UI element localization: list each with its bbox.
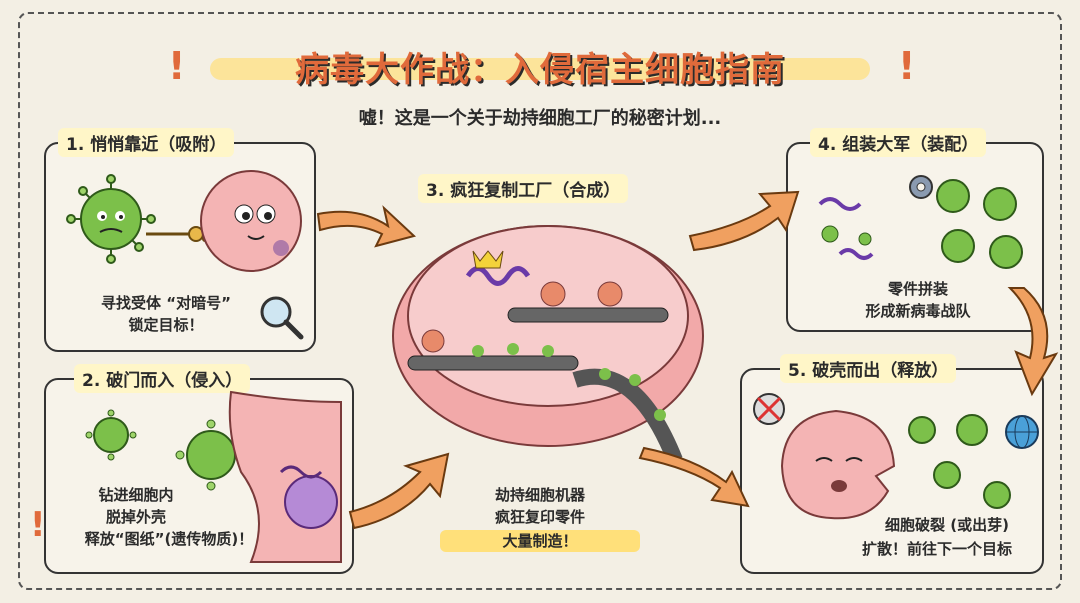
arrow-1-to-3 (316, 205, 417, 248)
step-5-caption-1: 细胞破裂 (或出芽) (885, 516, 1009, 534)
step-2-panel: 2. 破门而入（侵入） 钻进细胞内 脱掉外壳 释放“图纸”(遗传物质)！ (44, 364, 354, 574)
step-4-caption-1: 零件拼装 (887, 280, 948, 298)
step-3-caption-2: 疯狂复印零件 (494, 508, 585, 526)
step-5-caption-2: 扩散！前往下一个目标 (861, 540, 1012, 558)
magnifier-icon (260, 296, 304, 340)
arrow-3-to-4 (688, 190, 800, 252)
virus-icon (908, 414, 1011, 509)
dashed-frame (18, 12, 1062, 590)
title-highlight (210, 58, 870, 80)
step-4-title: 4. 组装大军（装配） (810, 128, 987, 157)
step-1-caption-2: 锁定目标！ (128, 316, 204, 334)
exclaim-icon: ! (168, 44, 186, 88)
step-1-title: 1. 悄悄靠近（吸附） (58, 128, 235, 157)
page-subtitle: 嘘！这是一个关于劫持细胞工厂的秘密计划... (358, 108, 722, 129)
exclaim-icon: ! (898, 44, 916, 88)
cell-membrane-icon (228, 390, 342, 563)
exclaim-icon: ! (30, 505, 46, 545)
step-4-panel: 4. 组装大军（装配） 零件拼装 形成新病毒战队 (786, 128, 1044, 332)
step-2-title: 2. 破门而入（侵入） (74, 364, 251, 393)
conveyor-belt-icon (407, 307, 669, 371)
cell-icon (200, 170, 302, 272)
bursting-cell-icon (780, 409, 896, 520)
step-2-caption-3: 释放“图纸”(遗传物质)！ (84, 530, 254, 548)
arrow-2-to-3 (348, 452, 450, 530)
conveyor-belt-icon (572, 368, 683, 463)
step-2-caption-2: 脱掉外壳 (105, 508, 166, 526)
step-3-title: 3. 疯狂复制工厂（合成） (418, 174, 629, 203)
step-3-caption-1: 劫持细胞机器 (494, 486, 585, 504)
globe-icon (1005, 415, 1039, 449)
arrow-3-to-5 (638, 446, 750, 508)
step-1-panel: 1. 悄悄靠近（吸附） 寻找受体 “对暗号” 锁定目标！ (44, 128, 316, 352)
step-5-title: 5. 破壳而出（释放） (780, 354, 957, 383)
step-3-caption-3: 大量制造！ (440, 530, 640, 552)
arrow-4-to-5 (1007, 287, 1059, 397)
virus-icon (936, 179, 1023, 269)
gear-icon (909, 175, 933, 199)
page-title: 病毒大作战：入侵宿主细胞指南 (295, 50, 785, 90)
virus-parts-icon (818, 197, 874, 260)
virus-icon (66, 174, 156, 264)
virus-icon (85, 409, 137, 461)
step-5-panel: 5. 破壳而出（释放） 细胞破裂 (或出芽) 扩散！前往下一个目标 (740, 354, 1044, 574)
step-1-caption-1: 寻找受体 “对暗号” (101, 294, 231, 312)
step-4-caption-2: 形成新病毒战队 (865, 302, 971, 320)
step-2-caption-1: 钻进细胞内 (98, 486, 174, 504)
skull-icon (753, 393, 785, 425)
key-icon (146, 226, 204, 242)
